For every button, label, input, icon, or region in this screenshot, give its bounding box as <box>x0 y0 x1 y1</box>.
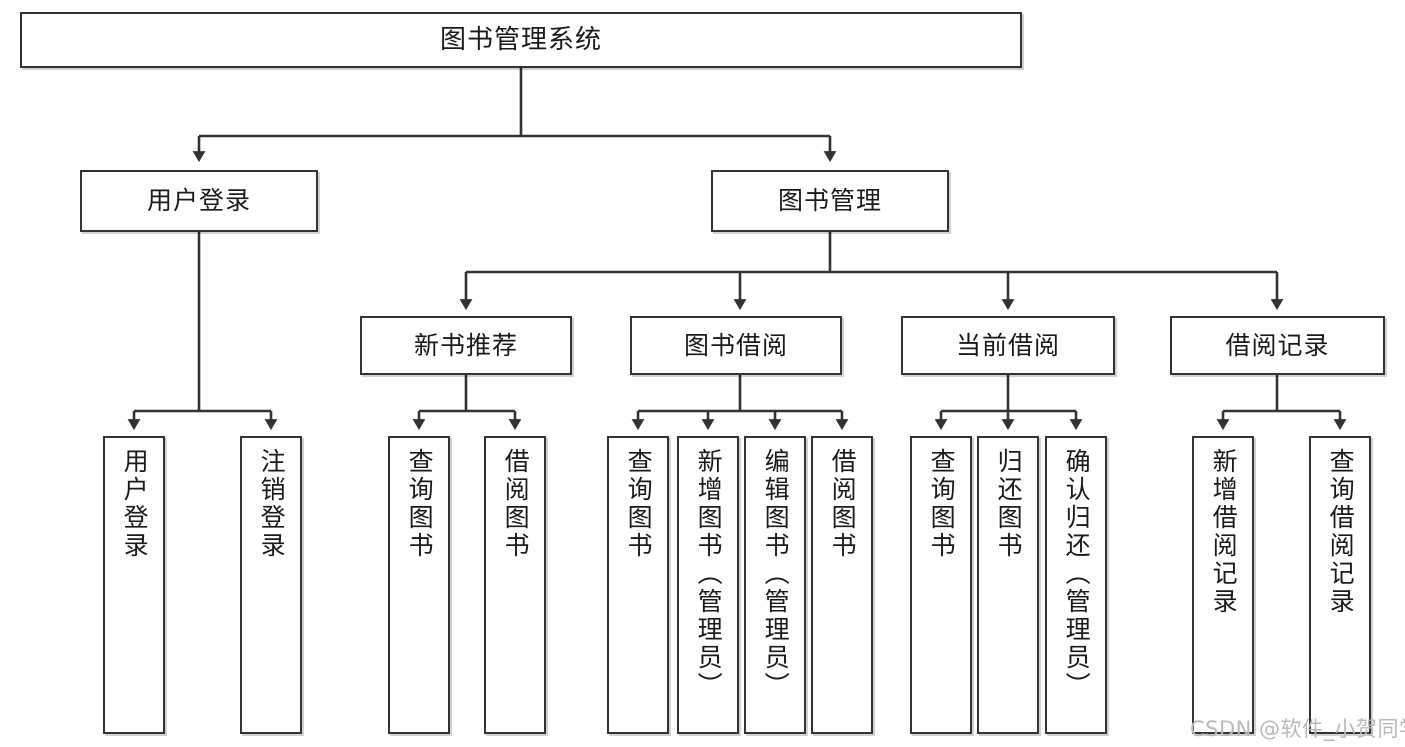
node-current-borrow[interactable]: 当前借阅 <box>901 316 1115 375</box>
node-label: 图书管理系统 <box>439 24 602 55</box>
node-root-book-management-system[interactable]: 图书管理系统 <box>20 12 1022 68</box>
node-label: 新增图书（管理员） <box>694 448 724 700</box>
node-label: 查询图书 <box>927 448 957 560</box>
leaf-return-book[interactable]: 归还图书 <box>977 436 1039 734</box>
leaf-query-book-1[interactable]: 查询图书 <box>388 436 450 734</box>
leaf-borrow-book-2[interactable]: 借阅图书 <box>811 436 873 734</box>
node-label: 借阅记录 <box>1225 330 1330 360</box>
leaf-edit-book-admin[interactable]: 编辑图书（管理员） <box>744 436 806 734</box>
node-book-manage[interactable]: 图书管理 <box>711 170 949 232</box>
leaf-borrow-book-1[interactable]: 借阅图书 <box>484 436 546 734</box>
node-label: 注销登录 <box>257 448 287 560</box>
leaf-add-book-admin[interactable]: 新增图书（管理员） <box>677 436 739 734</box>
node-book-borrow[interactable]: 图书借阅 <box>630 316 842 375</box>
leaf-query-book-3[interactable]: 查询图书 <box>910 436 972 734</box>
node-user-login[interactable]: 用户登录 <box>80 170 318 232</box>
leaf-query-book-2[interactable]: 查询图书 <box>607 436 669 734</box>
node-label: 新书推荐 <box>413 330 518 360</box>
node-label: 确认归还（管理员） <box>1062 448 1092 700</box>
node-label: 当前借阅 <box>955 330 1060 360</box>
node-borrow-record[interactable]: 借阅记录 <box>1170 316 1385 375</box>
node-label: 查询图书 <box>624 448 654 560</box>
leaf-add-borrow-record[interactable]: 新增借阅记录 <box>1192 436 1254 734</box>
node-label: 借阅图书 <box>501 448 531 560</box>
node-new-book-recommend[interactable]: 新书推荐 <box>360 316 572 375</box>
node-label: 图书借阅 <box>683 330 788 360</box>
node-label: 查询借阅记录 <box>1326 448 1356 616</box>
leaf-query-borrow-record[interactable]: 查询借阅记录 <box>1309 436 1371 734</box>
node-label: 新增借阅记录 <box>1209 448 1239 616</box>
node-label: 归还图书 <box>994 448 1024 560</box>
leaf-confirm-return-admin[interactable]: 确认归还（管理员） <box>1045 436 1107 734</box>
leaf-user-logout[interactable]: 注销登录 <box>240 436 302 734</box>
node-label: 借阅图书 <box>828 448 858 560</box>
leaf-user-login[interactable]: 用户登录 <box>103 436 165 734</box>
node-label: 用户登录 <box>120 448 150 560</box>
node-label: 用户登录 <box>146 186 251 216</box>
node-label: 图书管理 <box>777 186 882 216</box>
node-label: 编辑图书（管理员） <box>761 448 791 700</box>
node-label: 查询图书 <box>405 448 435 560</box>
